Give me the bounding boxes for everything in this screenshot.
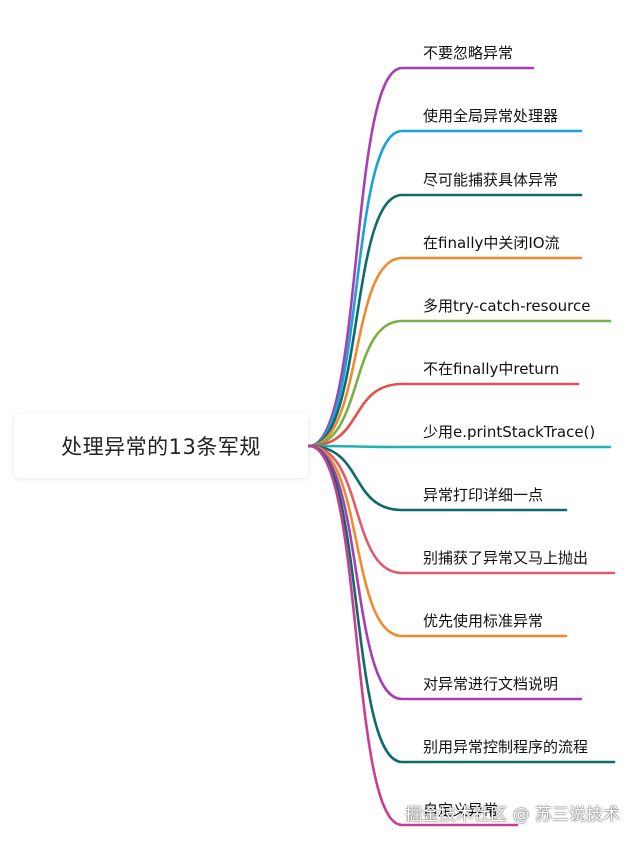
watermark: 掘金技术社区 @ 苏三说技术 <box>405 805 620 825</box>
branch-label[interactable]: 不要忽略异常 <box>423 44 514 62</box>
branch-label[interactable]: 在finally中关闭IO流 <box>423 234 560 252</box>
branch-label[interactable]: 少用e.printStackTrace() <box>423 423 596 441</box>
branch-connector <box>307 382 580 448</box>
branch-connector <box>307 319 612 448</box>
branch-label[interactable]: 尽可能捕获具体异常 <box>423 171 559 189</box>
branch-connector <box>307 256 583 448</box>
branch-connector <box>307 444 612 449</box>
branch-label[interactable]: 自定义异常 <box>423 801 499 819</box>
branch-connector <box>307 444 616 764</box>
branch-connector <box>307 444 583 701</box>
root-topic-node[interactable]: 处理异常的13条军规 <box>14 414 308 478</box>
branch-connector <box>307 444 616 575</box>
branch-connector <box>307 193 583 448</box>
branch-label[interactable]: 不在finally中return <box>423 360 560 378</box>
root-topic-label: 处理异常的13条军规 <box>61 435 261 459</box>
branch-label[interactable]: 优先使用标准异常 <box>423 612 544 630</box>
branch-label[interactable]: 对异常进行文档说明 <box>423 675 559 693</box>
branch-label[interactable]: 别捕获了异常又马上抛出 <box>423 549 589 567</box>
branch-connector <box>307 444 519 827</box>
branch-connector <box>307 129 583 448</box>
branch-connector <box>307 66 535 448</box>
branch-label[interactable]: 多用try-catch-resource <box>423 297 591 315</box>
branch-connector <box>307 444 568 512</box>
branch-label[interactable]: 别用异常控制程序的流程 <box>423 738 589 756</box>
branch-label[interactable]: 异常打印详细一点 <box>423 486 544 504</box>
branch-connector <box>307 444 568 638</box>
branch-label[interactable]: 使用全局异常处理器 <box>423 107 559 125</box>
